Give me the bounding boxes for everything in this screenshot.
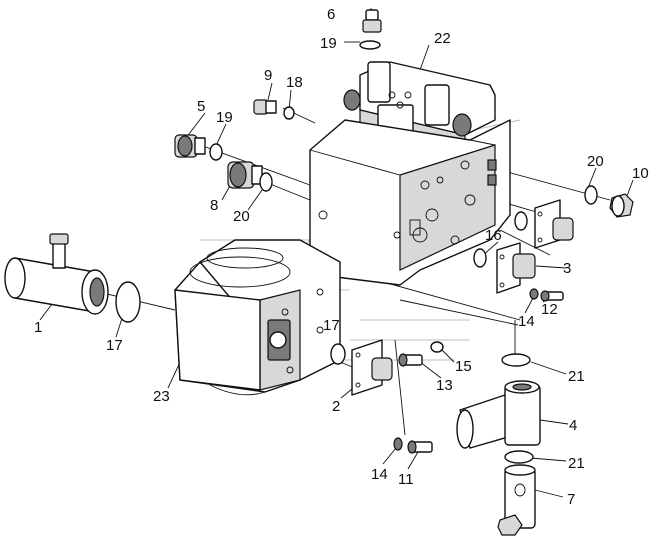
callout-14: 14 — [371, 466, 388, 483]
part-15-washer — [430, 341, 444, 353]
callout-22: 22 — [434, 30, 451, 47]
callout-20: 20 — [233, 208, 250, 225]
part-17-oring — [330, 343, 346, 365]
callout-15: 15 — [455, 358, 472, 375]
part-7-body — [497, 464, 536, 536]
part-16-oring — [473, 248, 487, 268]
part-21-oring — [501, 353, 531, 367]
part-17-oring — [115, 281, 141, 323]
callout-1: 1 — [34, 319, 42, 336]
callout-labels: 6 19 22 9 18 5 19 8 20 20 10 16 3 1 17 1… — [34, 6, 649, 508]
part-8-fitting — [227, 161, 263, 189]
part-11-bolt — [407, 440, 433, 454]
callout-19: 19 — [320, 35, 337, 52]
part-4-elbow — [456, 380, 541, 449]
part-19-oring — [209, 143, 223, 161]
callout-6: 6 — [327, 6, 335, 23]
part-10-plug — [609, 193, 634, 218]
part-2-flange — [351, 339, 393, 396]
part-18-oring — [283, 106, 295, 120]
callout-10: 10 — [632, 165, 649, 182]
callout-16: 16 — [485, 227, 502, 244]
part-12-bolt — [540, 290, 564, 302]
part-20-oring — [514, 211, 528, 231]
part-14-washer — [529, 288, 539, 300]
part-20-oring — [259, 172, 273, 192]
part-3-flange — [496, 199, 574, 294]
callout-14: 14 — [518, 313, 535, 330]
part-20-oring — [584, 185, 598, 205]
callout-11: 11 — [398, 471, 414, 488]
callout-5: 5 — [197, 98, 205, 115]
part-9-fitting — [253, 99, 277, 115]
part-14-washer — [393, 437, 403, 451]
callout-4: 4 — [569, 417, 577, 434]
part-6-fitting — [362, 9, 382, 33]
main-block — [309, 119, 511, 286]
callout-12: 12 — [541, 301, 558, 318]
callout-21: 21 — [568, 455, 585, 472]
callout-3: 3 — [563, 260, 571, 277]
callout-8: 8 — [210, 197, 218, 214]
callout-18: 18 — [286, 74, 303, 91]
callout-19: 19 — [216, 109, 233, 126]
callout-23: 23 — [153, 388, 170, 405]
callout-17: 17 — [106, 337, 123, 354]
part-1-pipe — [4, 233, 109, 315]
part-13-bolt — [398, 353, 423, 367]
callout-13: 13 — [436, 377, 453, 394]
callout-9: 9 — [264, 67, 272, 84]
part-5-fitting — [174, 134, 206, 158]
callout-21: 21 — [568, 368, 585, 385]
part-19-oring — [359, 40, 381, 50]
part-21-oring — [504, 450, 534, 464]
part-23-pump — [174, 239, 341, 396]
callout-2: 2 — [332, 398, 340, 415]
callout-17: 17 — [323, 317, 340, 334]
callout-7: 7 — [567, 491, 575, 508]
callout-20: 20 — [587, 153, 604, 170]
